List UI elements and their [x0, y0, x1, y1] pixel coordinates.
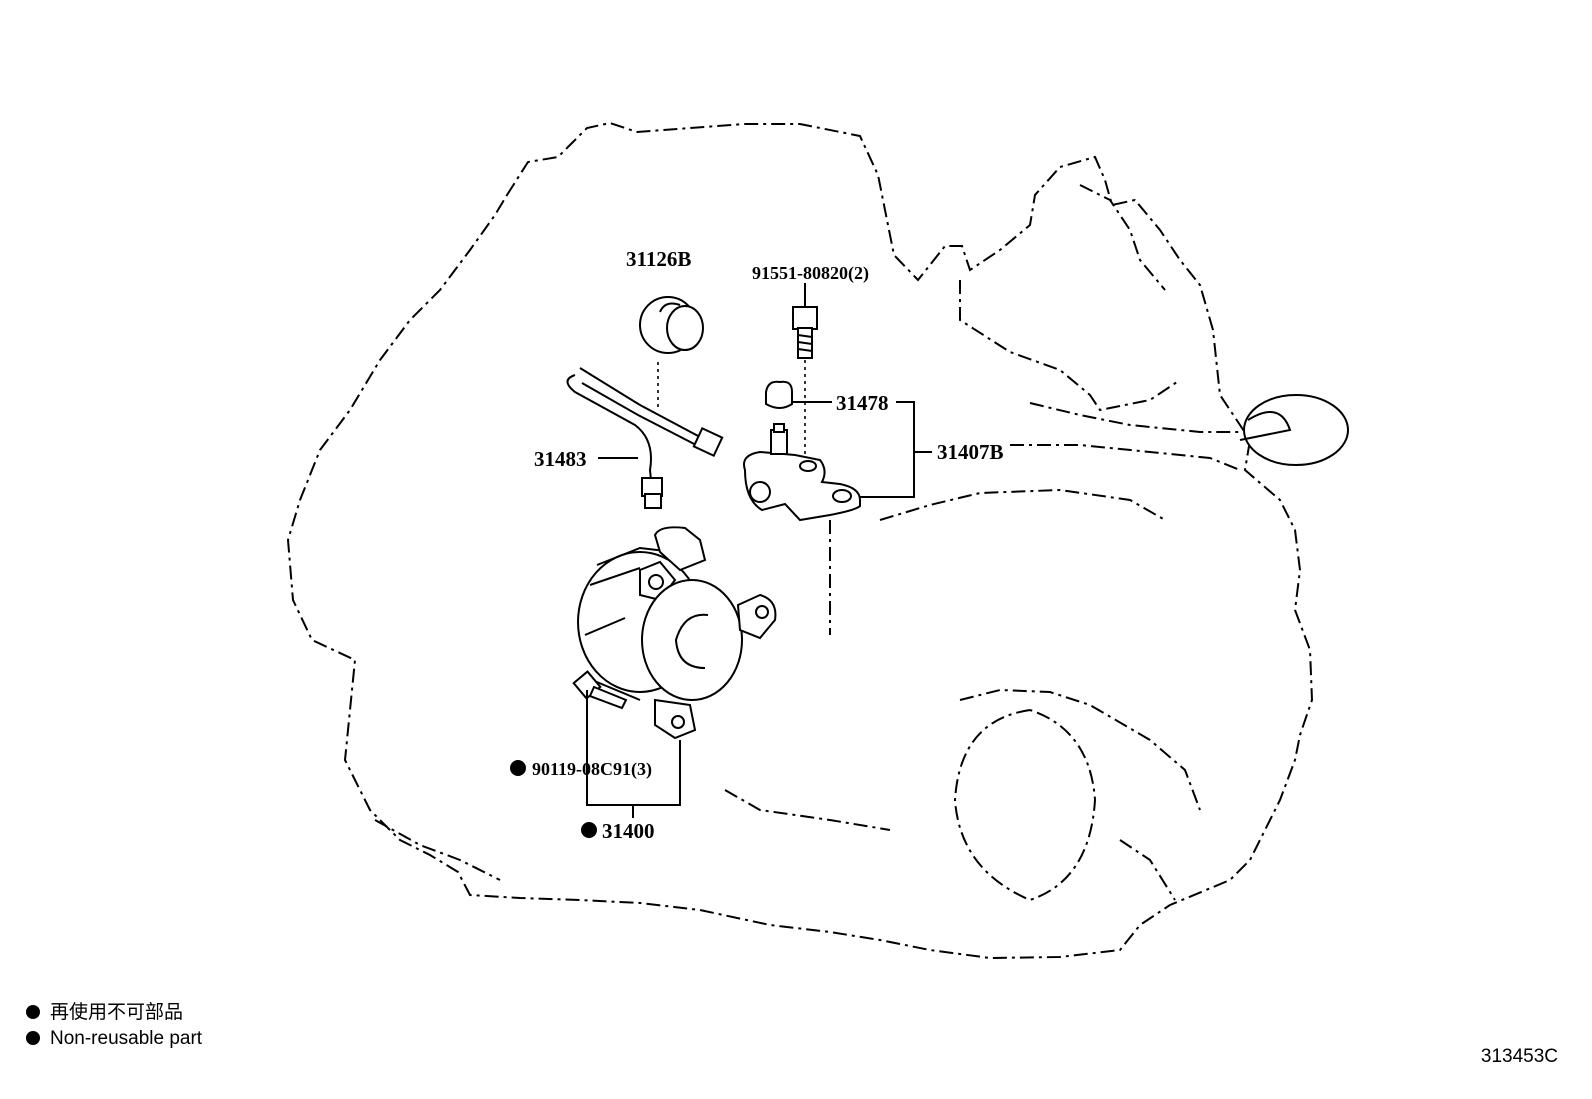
non-reusable-marker-90119	[510, 760, 526, 776]
bolt-90119	[572, 670, 628, 710]
label-31407b: 31407B	[937, 440, 1004, 464]
non-reusable-bullet-icon	[26, 1005, 40, 1019]
non-reusable-marker-31400	[581, 822, 597, 838]
label-31126b: 31126B	[626, 247, 691, 271]
release-cylinder-31400	[577, 526, 777, 740]
clutch-tube-31483	[566, 367, 724, 509]
legend-text-jp: 再使用不可部品	[50, 1002, 184, 1023]
transaxle-housing-outline	[286, 121, 1314, 960]
legend-row-en: Non-reusable part	[26, 1026, 202, 1052]
legend-row-jp: 再使用不可部品	[26, 1000, 202, 1026]
label-31478: 31478	[836, 391, 889, 415]
legend-text-en: Non-reusable part	[50, 1028, 203, 1049]
label-31400: 31400	[602, 819, 655, 843]
label-91551-80820: 91551-80820(2)	[752, 263, 869, 284]
non-reusable-bullet-icon	[26, 1031, 40, 1045]
bolt-91551	[792, 306, 818, 359]
legend: 再使用不可部品 Non-reusable part	[26, 1000, 202, 1052]
figure-code: 313453C	[1480, 1046, 1558, 1067]
union-bracket-31407b	[743, 423, 861, 522]
bleeder-cap-31478	[765, 380, 793, 409]
label-31483: 31483	[534, 447, 587, 471]
grommet-31126b	[639, 296, 704, 354]
label-90119-08c91: 90119-08C91(3)	[532, 759, 652, 780]
leader-lines	[586, 283, 932, 818]
shift-lever-stub	[1239, 394, 1349, 466]
